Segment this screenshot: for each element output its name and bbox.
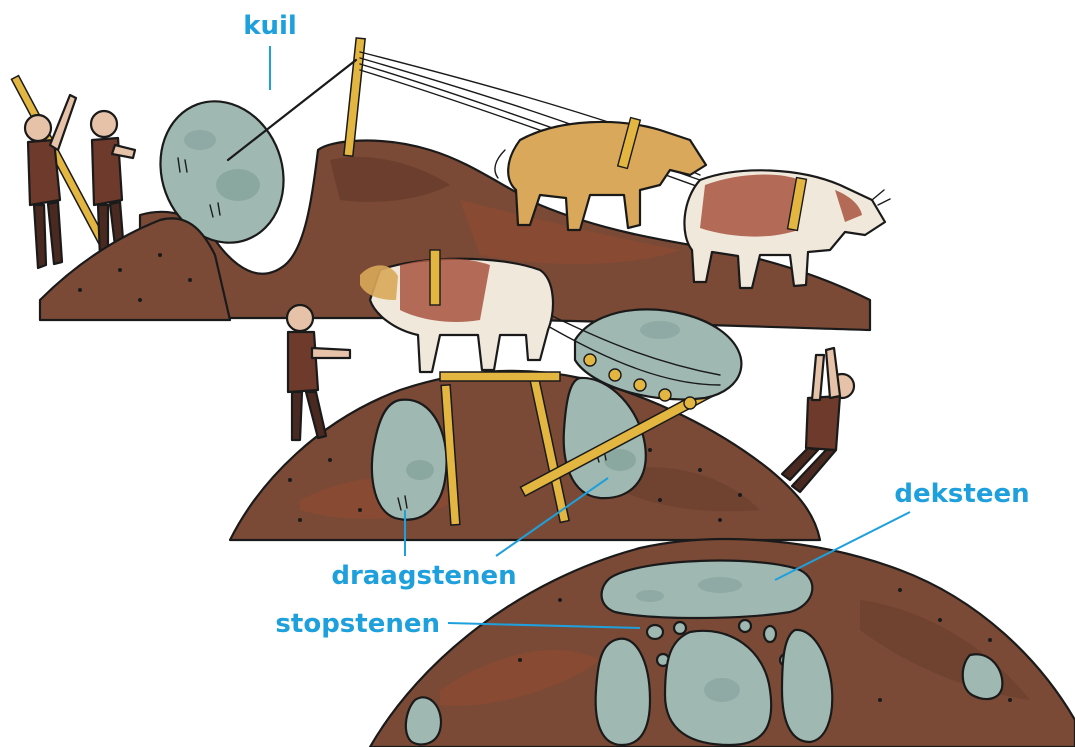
earth-mound-icon — [40, 218, 230, 320]
bottom-scene — [370, 512, 1075, 747]
label-deksteen: deksteen — [894, 479, 1029, 509]
stone-slab-icon — [372, 400, 447, 520]
label-kuil: kuil — [243, 11, 297, 41]
label-stopstenen: stopstenen — [275, 609, 440, 639]
ox-icon — [495, 118, 706, 230]
worker-icon — [782, 348, 854, 492]
stone-slab-icon — [602, 561, 813, 618]
earth-mound-icon — [230, 371, 820, 540]
worker-icon — [11, 76, 135, 268]
ox-icon — [360, 250, 553, 372]
label-draagstenen: draagstenen — [331, 561, 516, 591]
